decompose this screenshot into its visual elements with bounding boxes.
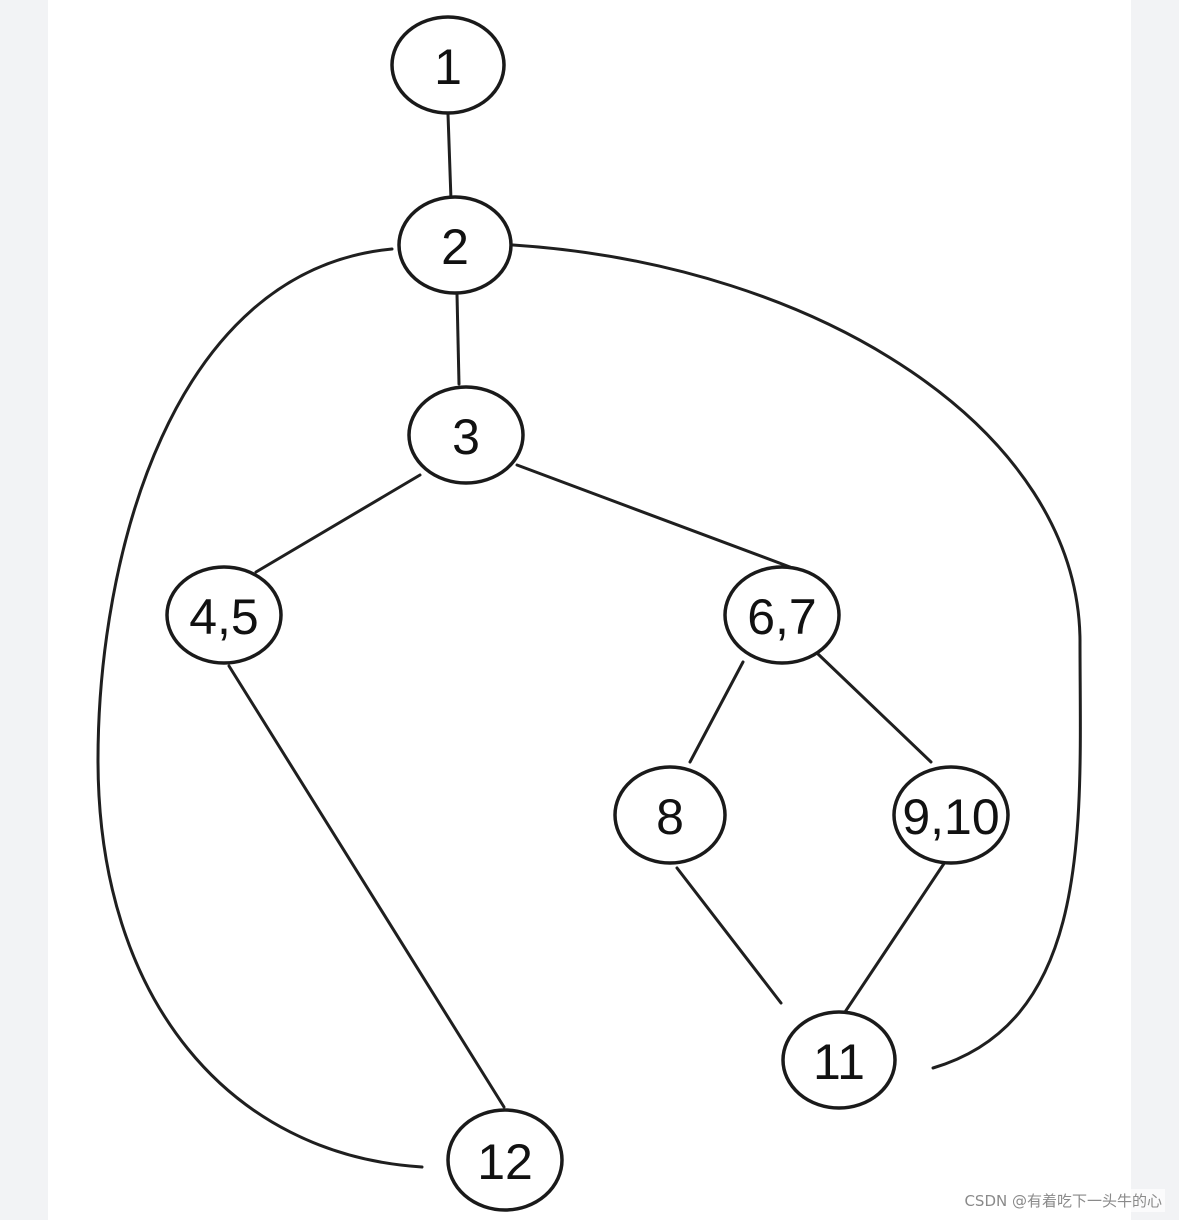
edge-n67-n8 bbox=[688, 660, 745, 764]
node-circle bbox=[407, 385, 525, 485]
node-circle bbox=[446, 1108, 564, 1212]
node-n3: 3 bbox=[407, 385, 525, 485]
node-circle bbox=[165, 565, 283, 665]
node-circle bbox=[390, 15, 506, 115]
node-label: 9,10 bbox=[902, 789, 999, 845]
edge-n45-n12 bbox=[227, 664, 506, 1109]
node-circle bbox=[723, 565, 841, 665]
node-circle bbox=[613, 765, 727, 865]
edge-n2-n12 bbox=[96, 247, 424, 1169]
node-n910: 9,10 bbox=[892, 765, 1010, 865]
edge-n3-n67 bbox=[515, 463, 792, 569]
node-label: 6,7 bbox=[747, 589, 817, 645]
node-label: 8 bbox=[656, 789, 684, 845]
edge-n2-n11 bbox=[511, 243, 1082, 1070]
node-circle bbox=[892, 765, 1010, 865]
node-label: 12 bbox=[477, 1134, 533, 1190]
edge-n67-n910 bbox=[816, 652, 933, 764]
node-n2: 2 bbox=[397, 195, 513, 295]
node-circle bbox=[781, 1010, 897, 1110]
node-label: 1 bbox=[434, 39, 462, 95]
node-label: 2 bbox=[441, 219, 469, 275]
node-n1: 1 bbox=[390, 15, 506, 115]
edge-n2-n3 bbox=[455, 292, 461, 386]
edge-n3-n45 bbox=[254, 473, 422, 574]
watermark-text: CSDN @有着吃下一头牛的心 bbox=[961, 1189, 1165, 1212]
node-n11: 11 bbox=[781, 1010, 897, 1110]
node-label: 3 bbox=[452, 409, 480, 465]
edge-n910-n11 bbox=[839, 860, 947, 1020]
edge-n1-n2 bbox=[446, 112, 453, 202]
node-label: 11 bbox=[813, 1034, 865, 1090]
edge-n8-n11 bbox=[675, 866, 783, 1005]
node-n45: 4,5 bbox=[165, 565, 283, 665]
node-n8: 8 bbox=[613, 765, 727, 865]
node-circle bbox=[397, 195, 513, 295]
node-label: 4,5 bbox=[189, 589, 259, 645]
node-n67: 6,7 bbox=[723, 565, 841, 665]
node-n12: 12 bbox=[446, 1108, 564, 1212]
edges-layer bbox=[96, 112, 1082, 1169]
